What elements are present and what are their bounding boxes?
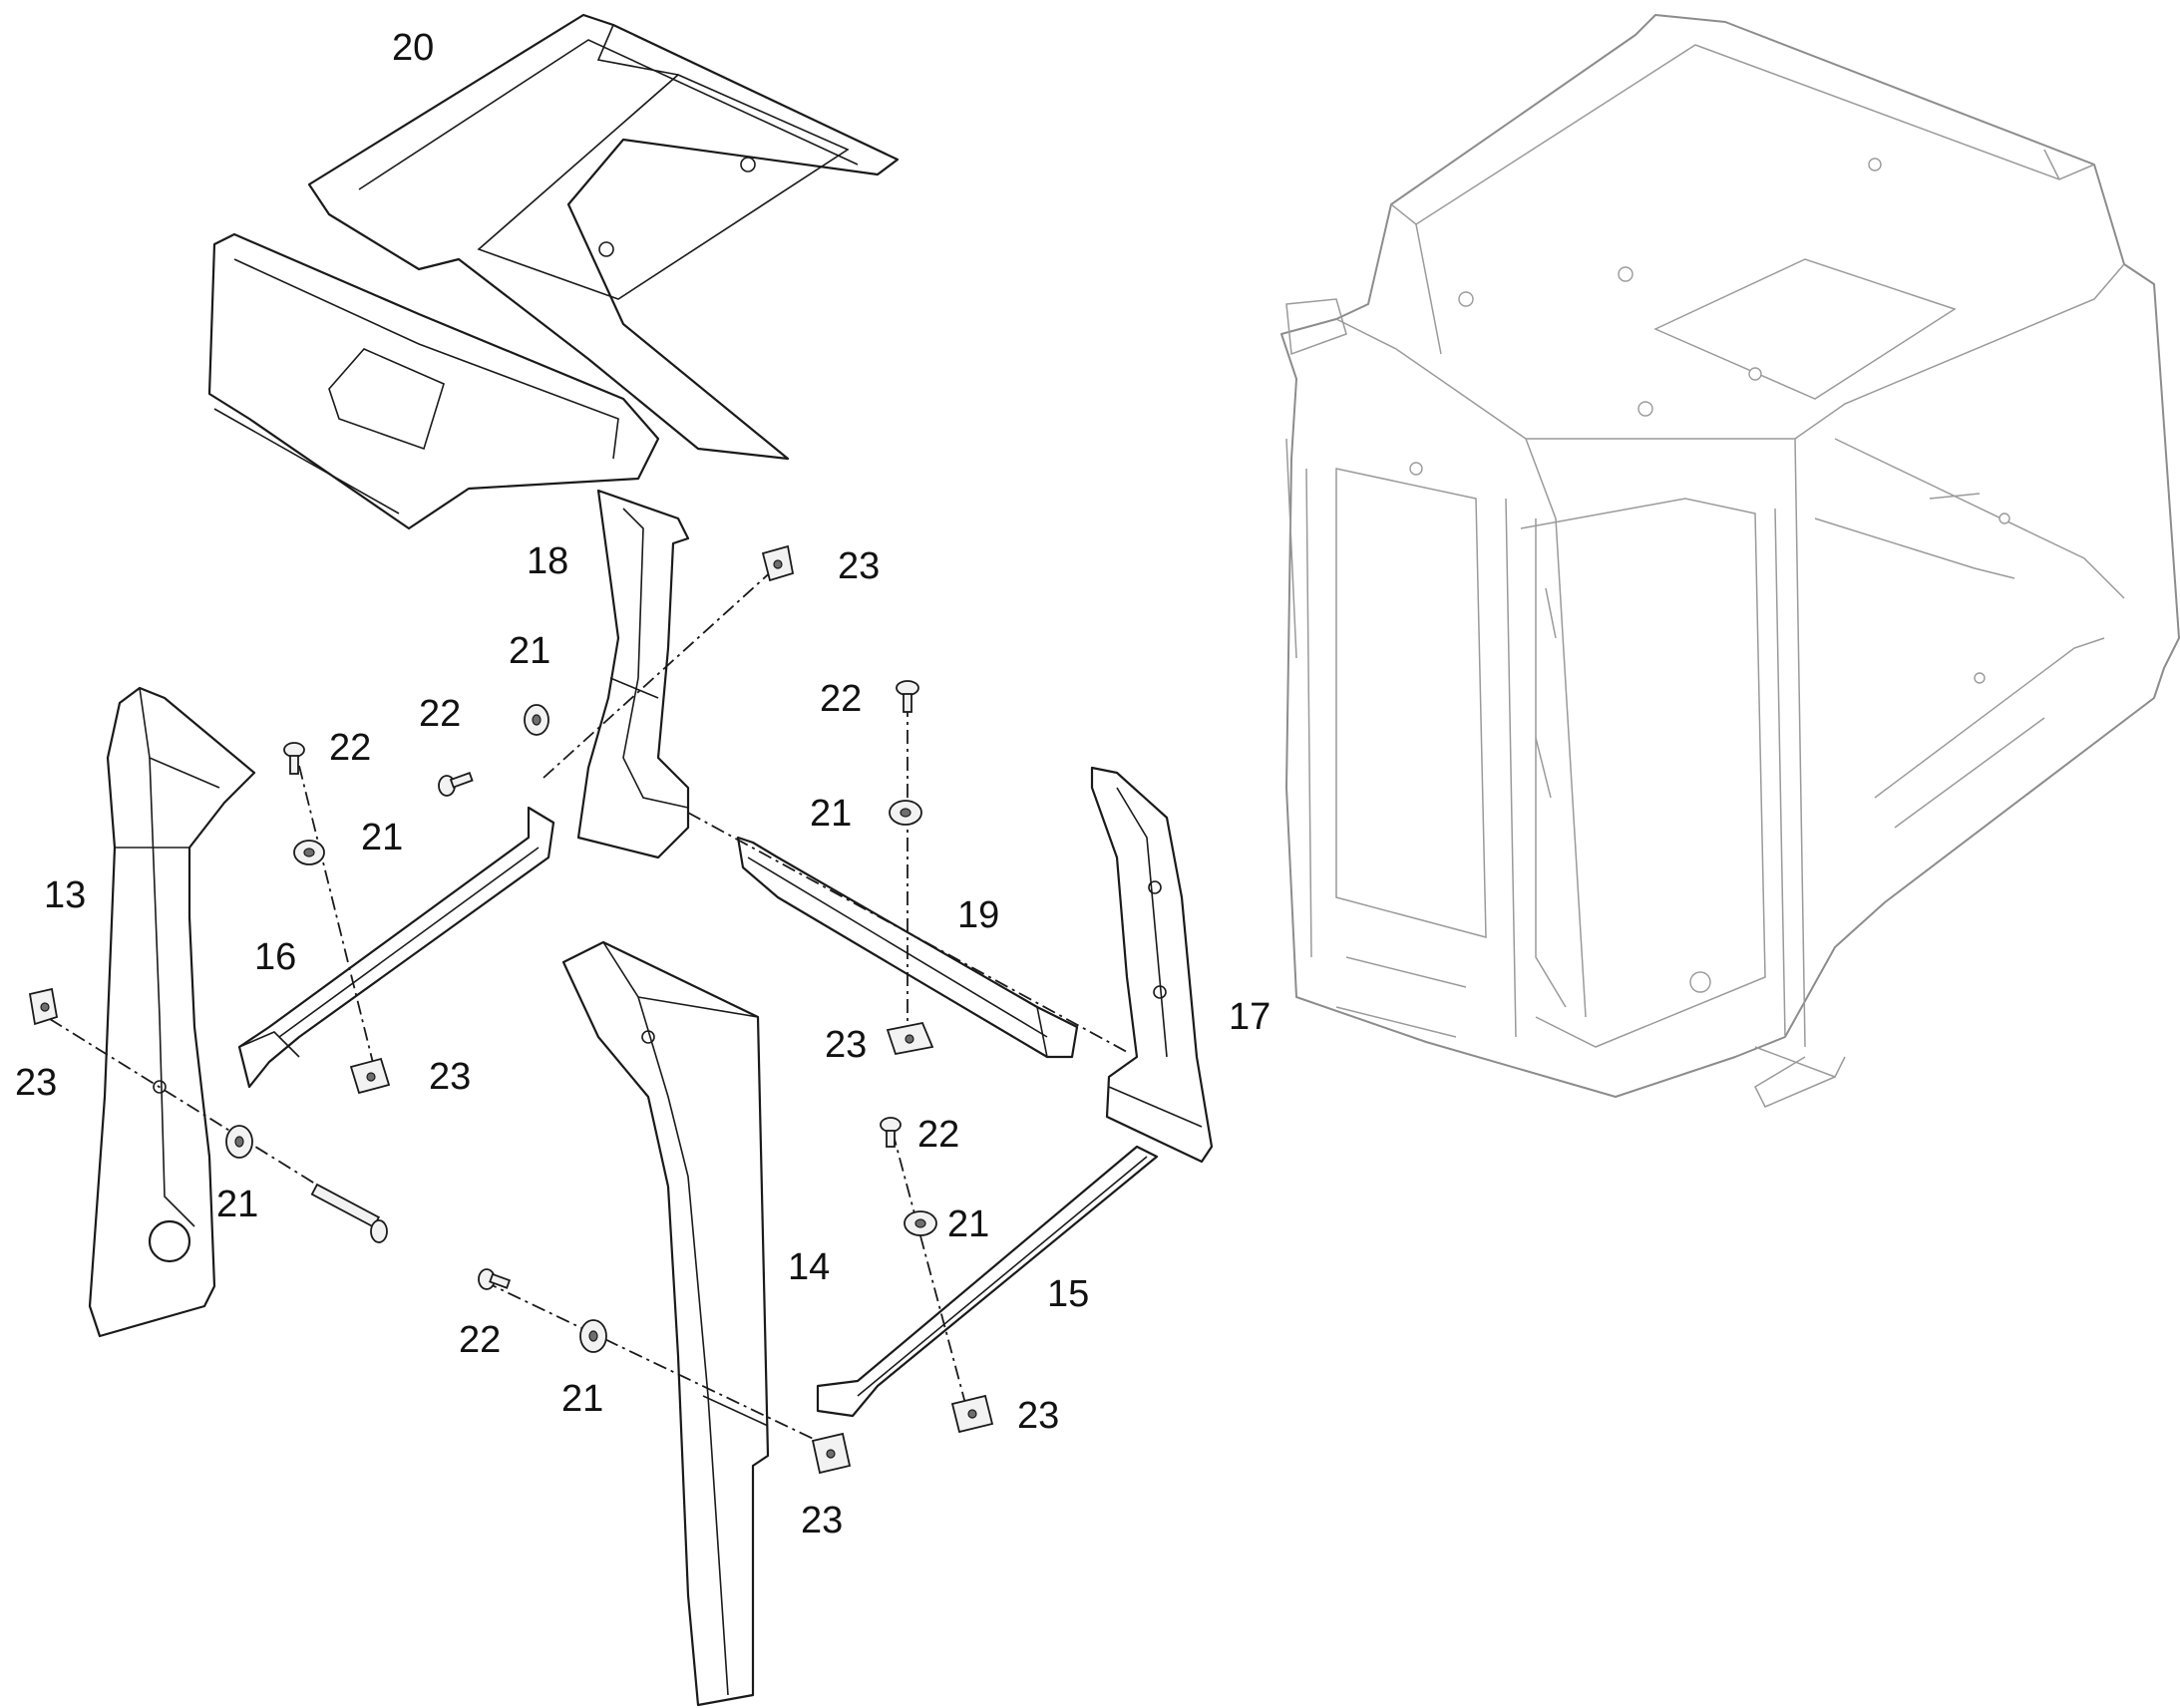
callout-22: 22 xyxy=(419,693,461,735)
leader-lines xyxy=(49,567,1128,1447)
cross-member-part-16 xyxy=(237,806,555,1089)
callout-21: 21 xyxy=(810,793,852,835)
cage-nut-icon xyxy=(761,544,795,582)
washer-icon xyxy=(904,1210,937,1236)
callout-22: 22 xyxy=(917,1114,959,1156)
washer-icon xyxy=(293,840,325,865)
callout-22: 22 xyxy=(459,1319,501,1361)
cage-nut-icon xyxy=(811,1432,852,1475)
pillar-trim-part-13 xyxy=(88,686,256,1338)
callout-17: 17 xyxy=(1229,996,1271,1038)
callout-20: 20 xyxy=(392,27,434,69)
callout-21: 21 xyxy=(216,1184,258,1225)
hardware-screws xyxy=(283,680,919,1290)
screw-icon xyxy=(896,680,919,713)
callout-23: 23 xyxy=(801,1500,843,1541)
callout-15: 15 xyxy=(1047,1273,1089,1315)
callout-22: 22 xyxy=(329,727,371,769)
callout-21: 21 xyxy=(947,1203,989,1245)
callout-23: 23 xyxy=(15,1062,57,1104)
cage-nut-icon xyxy=(950,1394,994,1434)
screw-icon xyxy=(880,1117,902,1148)
hardware-washers xyxy=(225,704,937,1353)
washer-icon xyxy=(225,1125,253,1159)
cage-nut-icon xyxy=(349,1057,391,1095)
callout-21: 21 xyxy=(561,1378,603,1420)
hardware-nuts xyxy=(28,544,994,1475)
callout-labels: 20 18 23 21 22 22 21 13 22 21 16 23 23 2… xyxy=(15,27,1271,1541)
bolt-icon xyxy=(310,1183,388,1243)
callout-19: 19 xyxy=(957,894,999,936)
callout-23: 23 xyxy=(429,1056,471,1098)
roof-panel-part-20 xyxy=(207,13,900,530)
callout-22: 22 xyxy=(820,678,862,720)
screw-icon xyxy=(283,742,305,775)
pillar-trim-part-14 xyxy=(561,940,770,1707)
washer-icon xyxy=(579,1319,607,1353)
callout-23: 23 xyxy=(838,545,880,587)
callout-13: 13 xyxy=(44,874,86,916)
callout-23: 23 xyxy=(825,1024,867,1066)
washer-icon xyxy=(524,704,549,736)
callout-16: 16 xyxy=(254,936,296,978)
screw-icon xyxy=(438,772,474,797)
cage-nut-icon xyxy=(886,1021,934,1056)
pillar-trim-part-17 xyxy=(1090,766,1214,1164)
callout-21: 21 xyxy=(509,630,550,672)
callout-18: 18 xyxy=(527,540,568,582)
washer-icon xyxy=(889,800,922,826)
cage-nut-icon xyxy=(28,987,59,1026)
pillar-trim-part-18 xyxy=(576,489,690,859)
callout-21: 21 xyxy=(361,817,403,858)
cab-reference-drawing xyxy=(1280,14,2180,1108)
screw-icon xyxy=(478,1268,512,1290)
callout-14: 14 xyxy=(788,1246,830,1288)
callout-23: 23 xyxy=(1017,1395,1059,1437)
cross-member-part-15 xyxy=(816,1145,1159,1418)
